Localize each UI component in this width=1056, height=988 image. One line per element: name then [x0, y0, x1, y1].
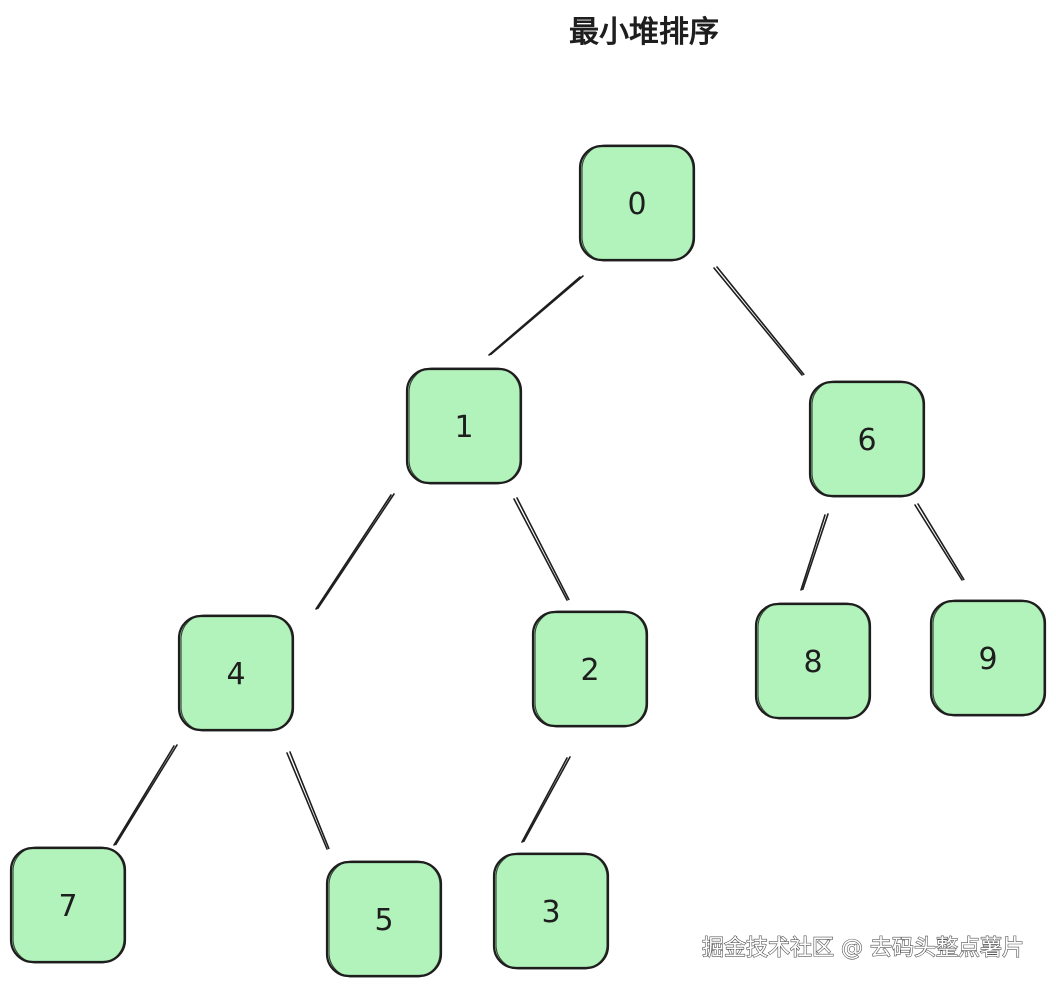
heap-node-4: 4 [177, 614, 295, 732]
node-box-outline [581, 144, 694, 262]
heap-node-8: 8 [754, 602, 872, 720]
node-label: 3 [541, 895, 560, 930]
heap-node-7: 7 [9, 846, 127, 964]
node-label: 1 [454, 410, 473, 445]
edge-n0-n6 [713, 267, 803, 376]
node-label: 2 [580, 653, 599, 688]
node-box [177, 614, 295, 732]
node-box [929, 599, 1047, 717]
node-box [531, 610, 649, 728]
heap-node-5: 5 [325, 860, 443, 978]
edge-n6-n8-sketch [801, 513, 829, 591]
edge-n4-n5 [286, 752, 328, 850]
node-box-outline [811, 380, 924, 498]
edges-layer [113, 266, 965, 850]
node-box-outline [408, 367, 521, 485]
watermark: 掘金技术社区 @ 去码头整点薯片 [702, 936, 1024, 961]
edge-n0-n1-sketch [489, 275, 584, 356]
edge-n0-n6-sketch [716, 266, 805, 376]
node-label: 0 [627, 187, 646, 222]
heap-node-6: 6 [808, 380, 926, 498]
edge-n4-n7 [113, 745, 175, 846]
heap-node-1: 1 [405, 367, 523, 485]
node-box-outline [757, 602, 870, 720]
edge-n1-n2-sketch [516, 497, 570, 601]
nodes-layer: 0 1 6 4 2 8 9 7 5 3 [9, 144, 1047, 978]
edge-n1-n2 [513, 498, 568, 601]
node-box [754, 602, 872, 720]
edge-n4-n7-sketch [115, 744, 178, 846]
node-box [808, 380, 926, 498]
node-label: 8 [803, 645, 822, 680]
edge-n6-n9-sketch [917, 503, 965, 581]
edge-n6-n9 [914, 504, 963, 581]
node-box-outline [932, 599, 1045, 717]
edge-n4-n5-sketch [289, 751, 330, 850]
node-box [9, 846, 127, 964]
edge-n1-n4-sketch [316, 493, 395, 610]
node-box [578, 144, 696, 262]
node-label: 7 [58, 889, 77, 924]
edge-n2-n3 [521, 757, 568, 843]
edge-n1-n4 [315, 494, 392, 610]
node-label: 6 [857, 423, 876, 458]
node-label: 4 [226, 657, 245, 692]
node-box-outline [328, 860, 441, 978]
node-box [492, 852, 610, 970]
node-box [325, 860, 443, 978]
node-box-outline [495, 852, 608, 970]
heap-node-9: 9 [929, 599, 1047, 717]
edge-n2-n3-sketch [522, 756, 571, 843]
node-box-outline [534, 610, 647, 728]
node-label: 9 [978, 642, 997, 677]
heap-node-0: 0 [578, 144, 696, 262]
node-label: 5 [374, 903, 393, 938]
node-box-outline [180, 614, 293, 732]
heap-node-2: 2 [531, 610, 649, 728]
heap-node-3: 3 [492, 852, 610, 970]
diagram-title: 最小堆排序 [569, 15, 719, 50]
node-box-outline [12, 846, 125, 964]
edge-n6-n8 [800, 514, 826, 591]
node-box [405, 367, 523, 485]
